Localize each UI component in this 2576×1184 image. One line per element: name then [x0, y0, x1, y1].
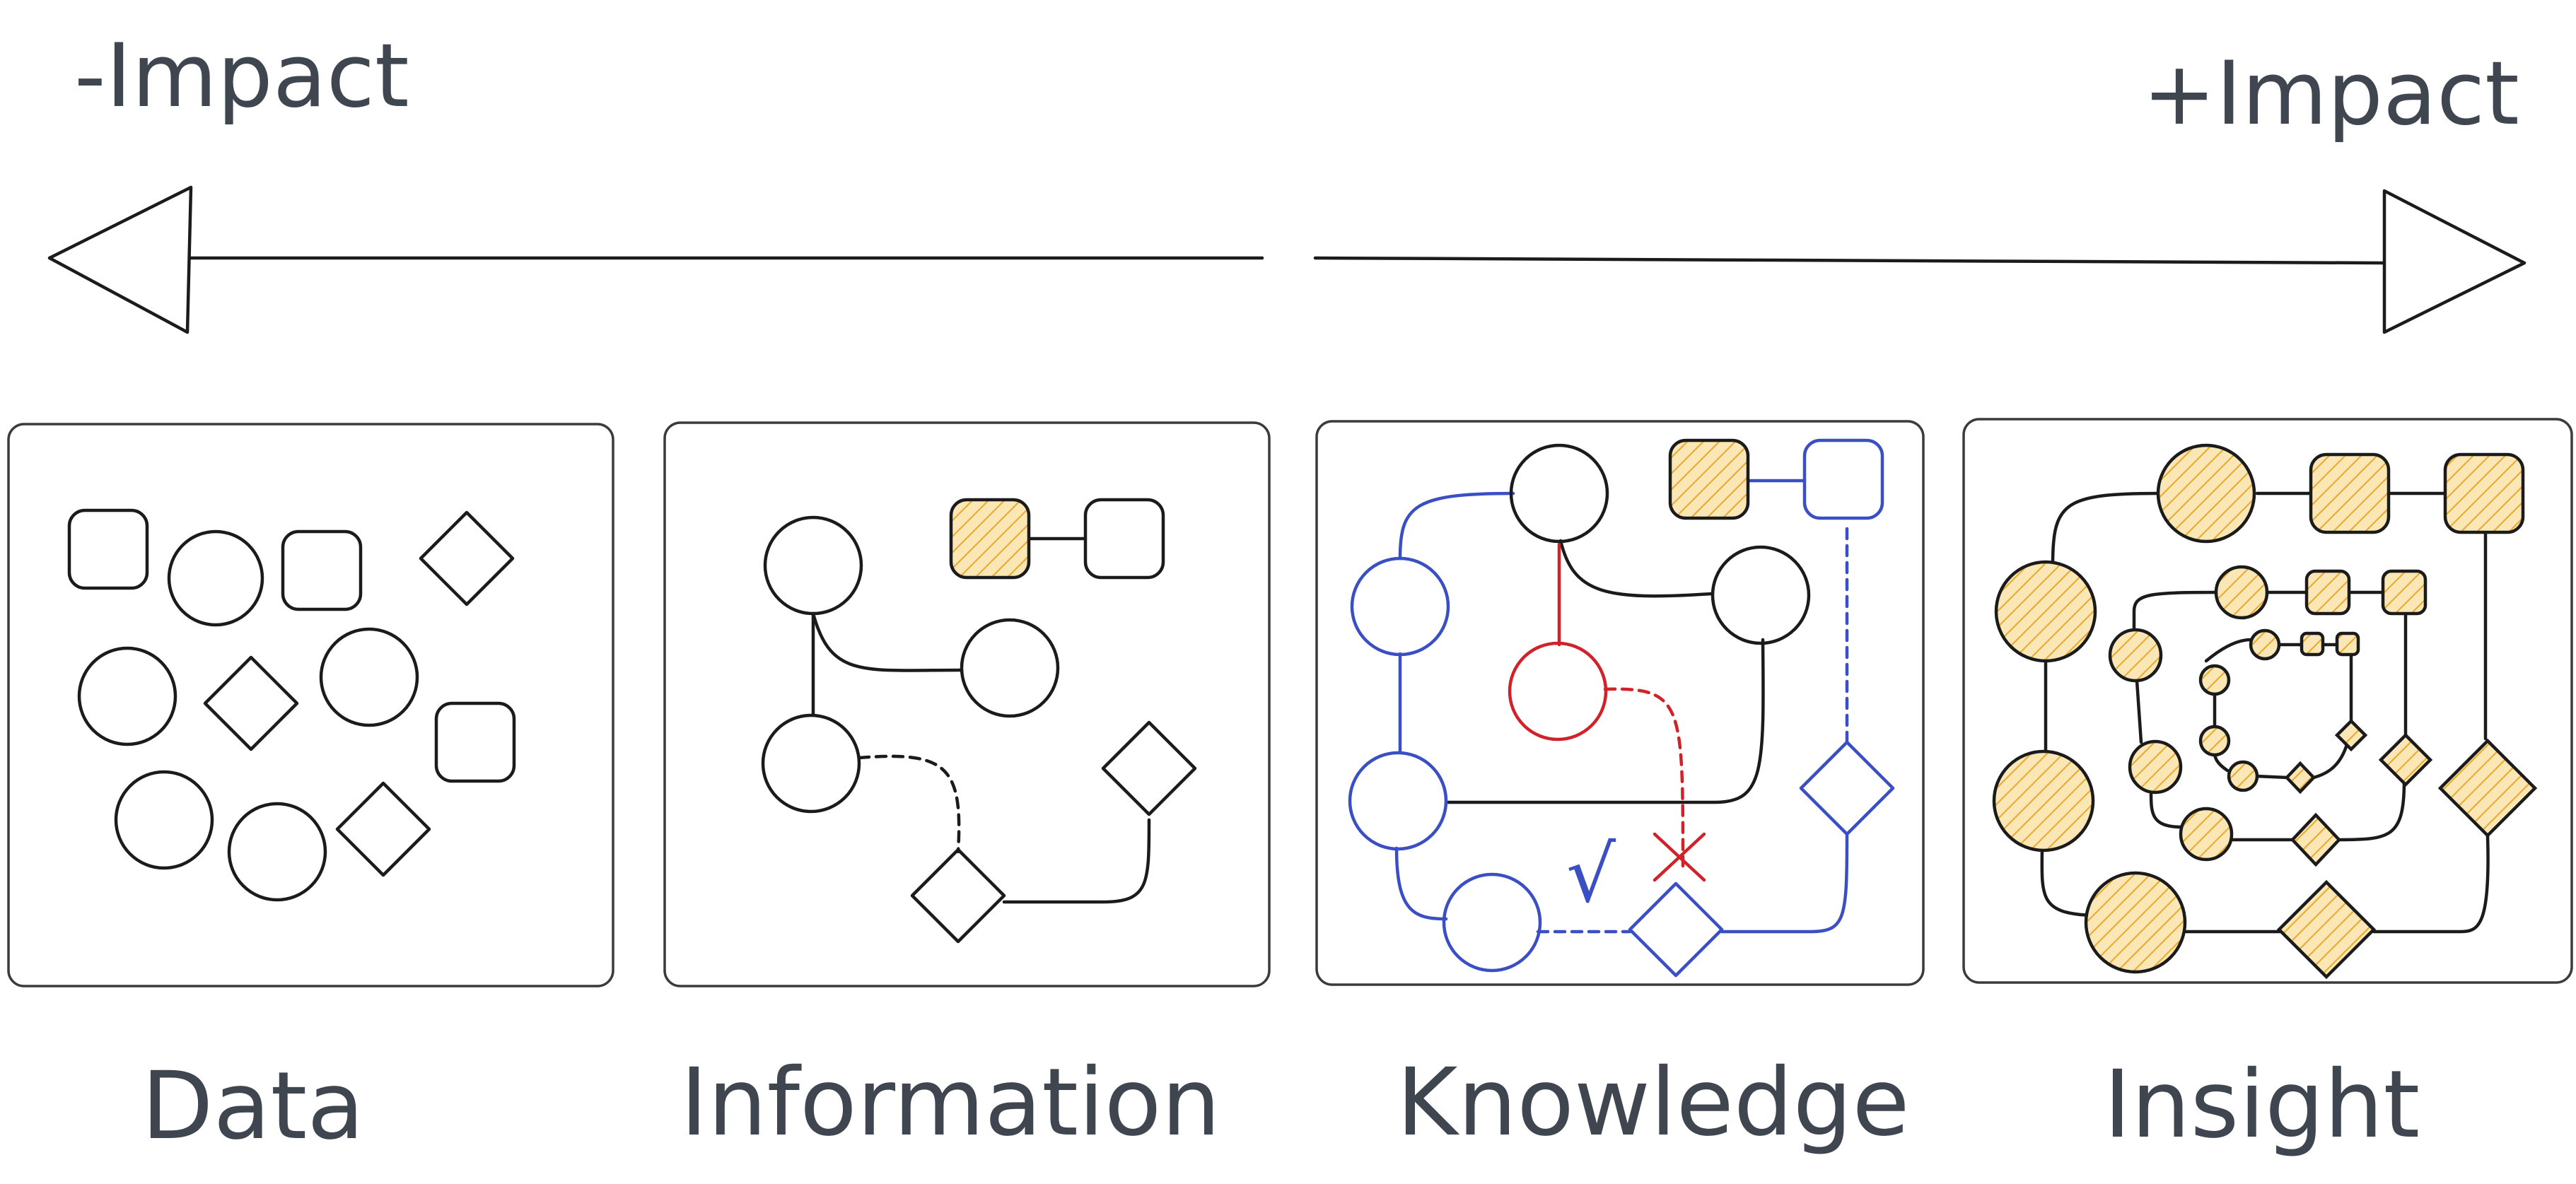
blue-circle-node — [1442, 872, 1542, 973]
panel-frame — [1962, 418, 2573, 984]
connector — [2337, 779, 2406, 842]
panel-knowledge: √ Knowledge — [1315, 420, 1925, 1157]
circle-node — [167, 529, 264, 627]
panel-data: Data — [7, 423, 614, 1161]
circle-node — [77, 646, 177, 746]
highlighted-diamond-node — [2437, 738, 2538, 838]
blue-connector — [1398, 491, 1515, 561]
panel-frame — [1315, 420, 1925, 986]
highlighted-circle-node — [1994, 560, 2097, 663]
panel-information: Information — [663, 421, 1271, 1157]
square-node — [434, 701, 516, 783]
highlighted-square-node — [2443, 452, 2525, 534]
highlighted-square-node — [2304, 569, 2351, 616]
circle-node — [761, 713, 861, 814]
blue-diamond-node — [1628, 881, 1724, 978]
stage-label: Insight — [2104, 1050, 2420, 1159]
highlighted-diamond-node — [2284, 761, 2316, 795]
circle-node — [960, 618, 1060, 718]
diamond-node — [203, 655, 299, 751]
stage-label: Data — [141, 1052, 364, 1161]
left-arrowhead — [47, 185, 193, 334]
highlighted-circle-node — [2108, 628, 2163, 683]
connector — [2051, 491, 2162, 566]
connector — [2149, 790, 2184, 829]
square-node — [1083, 498, 1165, 580]
axis-line-right — [1313, 256, 2385, 265]
blue-diamond-node — [1799, 740, 1895, 836]
highlighted-circle-node — [2214, 565, 2269, 620]
highlighted-square-node — [2309, 452, 2391, 534]
blue-connector — [1720, 832, 1849, 934]
highlighted-square-node — [2381, 569, 2428, 616]
highlighted-diamond-node — [2290, 812, 2342, 867]
highlighted-circle-node — [2156, 443, 2256, 544]
highlighted-circle-node — [1992, 749, 2095, 852]
highlighted-circle-node — [2198, 664, 2231, 696]
highlighted-diamond-node — [2334, 718, 2368, 752]
blue-circle-node — [1348, 751, 1448, 851]
negative-impact-label: -Impact — [74, 25, 409, 127]
connector — [1446, 638, 1765, 804]
diamond-node — [335, 781, 431, 877]
panel-frame — [663, 421, 1271, 987]
highlighted-square-node — [2300, 631, 2325, 657]
connector — [1002, 818, 1151, 904]
circle-node — [114, 770, 214, 870]
stage-label: Knowledge — [1397, 1048, 1910, 1157]
connector — [2040, 846, 2094, 918]
highlighted-diamond-node — [2378, 732, 2433, 787]
highlighted-square-node — [1668, 438, 1750, 520]
square-node — [67, 508, 149, 590]
connector — [1558, 539, 1713, 598]
connector — [2135, 679, 2143, 744]
check-mark: √ — [1566, 829, 1616, 920]
circle-node — [763, 515, 863, 616]
red-circle-node — [1508, 641, 1608, 742]
highlighted-circle-node — [2198, 725, 2231, 757]
connector — [2204, 638, 2253, 663]
dashed-connector — [857, 754, 961, 854]
connector — [2312, 740, 2350, 780]
panel-insight: Insight — [1962, 418, 2573, 1159]
blue-circle-node — [1350, 556, 1450, 657]
highlighted-circle-node — [2249, 628, 2281, 661]
highlighted-circle-node — [2084, 871, 2187, 974]
blue-square-node — [1802, 438, 1884, 520]
circle-node — [227, 802, 327, 902]
diamond-node — [910, 848, 1006, 944]
highlighted-square-node — [949, 498, 1031, 580]
highlighted-circle-node — [2128, 739, 2183, 795]
circle-node — [1710, 545, 1811, 645]
highlighted-circle-node — [2179, 807, 2234, 862]
red-dashed-connector — [1603, 687, 1685, 868]
highlighted-circle-node — [2227, 760, 2259, 792]
connector — [2132, 590, 2219, 658]
diamond-node — [419, 510, 515, 606]
blue-connector — [1394, 846, 1448, 921]
right-arrowhead — [2382, 189, 2527, 334]
x-mark — [1653, 832, 1706, 882]
circle-node — [319, 627, 419, 727]
connector — [811, 611, 964, 672]
stage-label: Information — [680, 1048, 1220, 1157]
highlighted-square-node — [2335, 631, 2360, 657]
connector — [2254, 774, 2290, 780]
diamond-node — [1101, 720, 1197, 816]
panel-frame — [7, 423, 614, 987]
highlighted-diamond-node — [2276, 879, 2377, 980]
impact-axis: -Impact +Impact — [47, 25, 2527, 334]
connector — [2372, 834, 2490, 934]
circle-node — [1509, 443, 1609, 544]
positive-impact-label: +Impact — [2143, 43, 2519, 145]
square-node — [281, 529, 363, 611]
